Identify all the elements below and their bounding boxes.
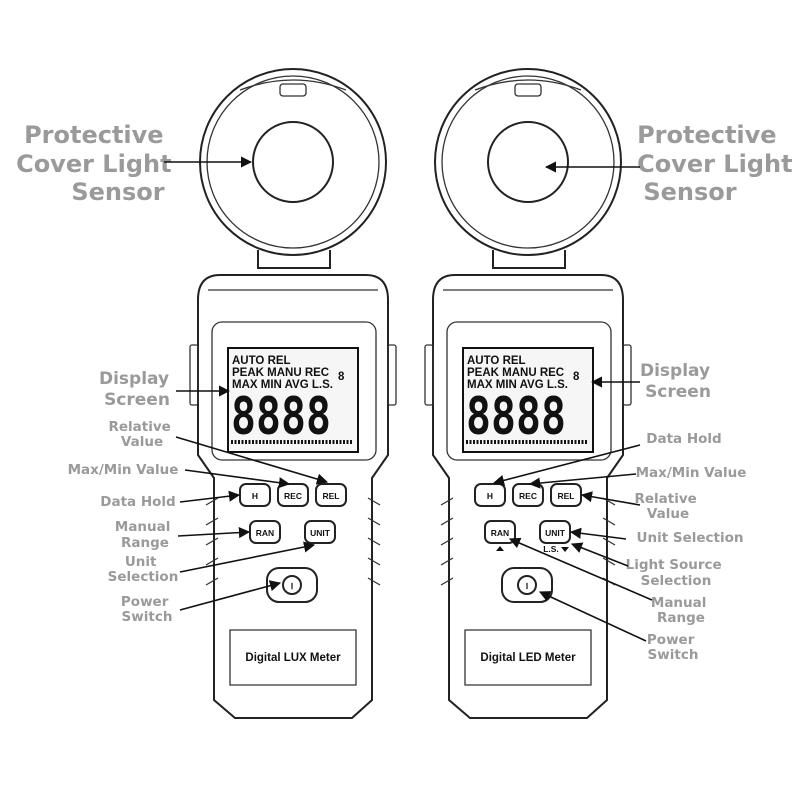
- left-unit-label: UNIT: [310, 528, 331, 538]
- right-light-source-label: Light Source Selection: [626, 557, 727, 589]
- right-meter-name: Digital LED Meter: [480, 652, 576, 664]
- right-lcd-row3: MAX MIN AVG L.S.: [467, 379, 568, 391]
- left-hold-callout: Data Hold: [100, 494, 175, 510]
- left-hold-label: H: [252, 491, 258, 501]
- right-power-callout: Power Switch: [647, 632, 699, 663]
- left-display-label: Display Screen: [99, 369, 175, 410]
- left-display-screen: AUTO REL PEAK MANU REC MAX MIN AVG L.S. …: [211, 321, 377, 461]
- left-keypad: H REC REL RAN UNIT Ⅰ: [239, 483, 347, 603]
- right-pointers: [492, 161, 653, 642]
- left-power-icon: Ⅰ: [291, 581, 294, 591]
- left-meter-body: [189, 274, 397, 719]
- right-relative-label: Relative Value: [634, 491, 701, 522]
- left-unit-callout: Unit Selection: [108, 554, 179, 585]
- right-unit-callout: Unit Selection: [637, 530, 744, 546]
- right-lcd-side-digit: 8: [573, 371, 580, 383]
- left-lcd-row1: AUTO REL: [232, 355, 291, 367]
- left-sensor-head: [199, 68, 387, 269]
- left-rec-label: REC: [284, 491, 302, 501]
- right-power-button[interactable]: Ⅰ: [501, 567, 553, 603]
- left-relative-label: Relative Value: [108, 419, 175, 450]
- left-lcd-row3: MAX MIN AVG L.S.: [232, 379, 333, 391]
- left-rel-button[interactable]: REL: [315, 483, 347, 507]
- right-lcd-row2: PEAK MANU REC: [467, 367, 564, 379]
- right-keypad: H REC REL RAN UNIT L.S.: [474, 483, 582, 603]
- left-cover-label: Protective Cover Light Sensor: [16, 121, 180, 206]
- right-manual-label: Manual Range: [651, 595, 711, 626]
- right-cover-label: Protective Cover Light Sensor: [637, 121, 800, 206]
- right-rel-label: REL: [558, 491, 575, 501]
- right-range-up-icon: [496, 546, 504, 551]
- left-lcd-digits: 8888: [231, 387, 331, 447]
- left-pointers: [164, 156, 329, 611]
- left-ran-label: RAN: [256, 528, 274, 538]
- left-lcd-row2: PEAK MANU REC: [232, 367, 329, 379]
- left-power-button[interactable]: Ⅰ: [266, 567, 318, 603]
- right-hold-button[interactable]: H: [474, 483, 506, 507]
- right-sensor-head: [434, 68, 622, 269]
- left-rel-label: REL: [323, 491, 340, 501]
- right-power-icon: Ⅰ: [526, 581, 529, 591]
- left-lcd-side-digit: 8: [338, 371, 345, 383]
- left-power-callout: Power Switch: [121, 594, 173, 625]
- left-rec-button[interactable]: REC: [277, 483, 309, 507]
- left-hold-button[interactable]: H: [239, 483, 271, 507]
- right-rel-button[interactable]: REL: [550, 483, 582, 507]
- left-labels: Protective Cover Light Sensor Display Sc…: [16, 121, 180, 625]
- right-meter: AUTO REL PEAK MANU REC MAX MIN AVG L.S. …: [424, 68, 632, 719]
- right-hold-label: H: [487, 491, 493, 501]
- right-lcd-digits: 8888: [466, 387, 566, 447]
- left-ran-button[interactable]: RAN: [249, 520, 281, 544]
- right-rec-label: REC: [519, 491, 537, 501]
- left-meter-name: Digital LUX Meter: [245, 652, 341, 664]
- right-labels: Protective Cover Light Sensor Display Sc…: [626, 121, 800, 663]
- right-unit-down-icon: [561, 547, 569, 552]
- right-ran-button[interactable]: RAN: [484, 520, 516, 551]
- right-lcd-row1: AUTO REL: [467, 355, 526, 367]
- right-hold-callout: Data Hold: [646, 431, 721, 447]
- right-unit-label: UNIT: [545, 528, 566, 538]
- right-unit-button[interactable]: UNIT L.S.: [539, 520, 571, 554]
- right-unit-sub-label: L.S.: [543, 544, 559, 554]
- right-ran-label: RAN: [491, 528, 509, 538]
- right-display-screen: AUTO REL PEAK MANU REC MAX MIN AVG L.S. …: [446, 321, 612, 461]
- left-meter: AUTO REL PEAK MANU REC MAX MIN AVG L.S. …: [189, 68, 397, 719]
- right-rec-button[interactable]: REC: [512, 483, 544, 507]
- left-maxmin-label: Max/Min Value: [68, 462, 179, 478]
- left-unit-button[interactable]: UNIT: [304, 520, 336, 544]
- left-manual-label: Manual Range: [115, 519, 175, 551]
- right-display-label: Display Screen: [640, 361, 716, 402]
- right-maxmin-label: Max/Min Value: [636, 465, 747, 481]
- right-meter-body: [424, 274, 632, 719]
